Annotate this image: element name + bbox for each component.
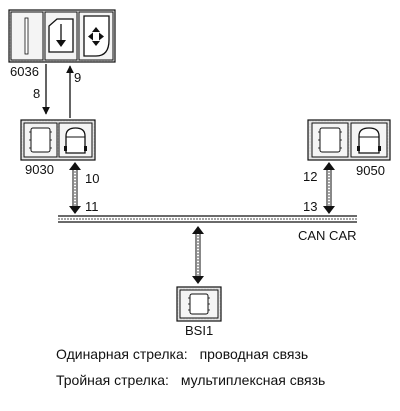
module-9050 — [307, 119, 391, 161]
link-label-11: 11 — [85, 199, 99, 214]
legend-single-term: Одинарная стрелка: — [56, 346, 188, 362]
ecu-chip-icon — [311, 122, 349, 158]
link-label-13: 13 — [303, 199, 317, 214]
link-label-10: 10 — [85, 171, 99, 186]
ecu-chip-icon — [23, 122, 58, 158]
multiplex-arrow-bsi — [192, 226, 204, 284]
car-door-icon — [58, 122, 93, 158]
module-6036 — [8, 9, 116, 63]
link-label-8: 8 — [33, 86, 40, 101]
legend-triple-term: Тройная стрелка: — [56, 372, 169, 388]
legend-triple-desc: мультиплексная связь — [180, 372, 326, 388]
module-9050-label: 9050 — [356, 163, 385, 178]
multiplex-arrow-9030 — [69, 162, 81, 214]
link-label-12: 12 — [303, 169, 317, 184]
ecu-icon — [10, 11, 44, 61]
module-9030 — [20, 119, 96, 161]
mirror-control-icon — [78, 11, 114, 61]
car-door-icon — [350, 122, 388, 158]
module-9030-label: 9030 — [25, 162, 54, 177]
multiplex-arrow-9050 — [323, 162, 335, 214]
module-bsi1 — [176, 286, 222, 322]
window-lift-icon — [44, 11, 78, 61]
module-bsi1-label: BSI1 — [185, 323, 213, 338]
legend-triple-arrow: Тройная стрелка: мультиплексная связь — [56, 372, 325, 388]
link-label-9: 9 — [74, 70, 81, 85]
bus-label: CAN CAR — [298, 228, 357, 243]
module-6036-label: 6036 — [10, 64, 39, 79]
legend-single-arrow: Одинарная стрелка: проводная связь — [56, 346, 308, 362]
legend-single-desc: проводная связь — [199, 346, 309, 362]
ecu-chip-icon — [179, 289, 219, 319]
can-bus-line — [58, 215, 357, 223]
